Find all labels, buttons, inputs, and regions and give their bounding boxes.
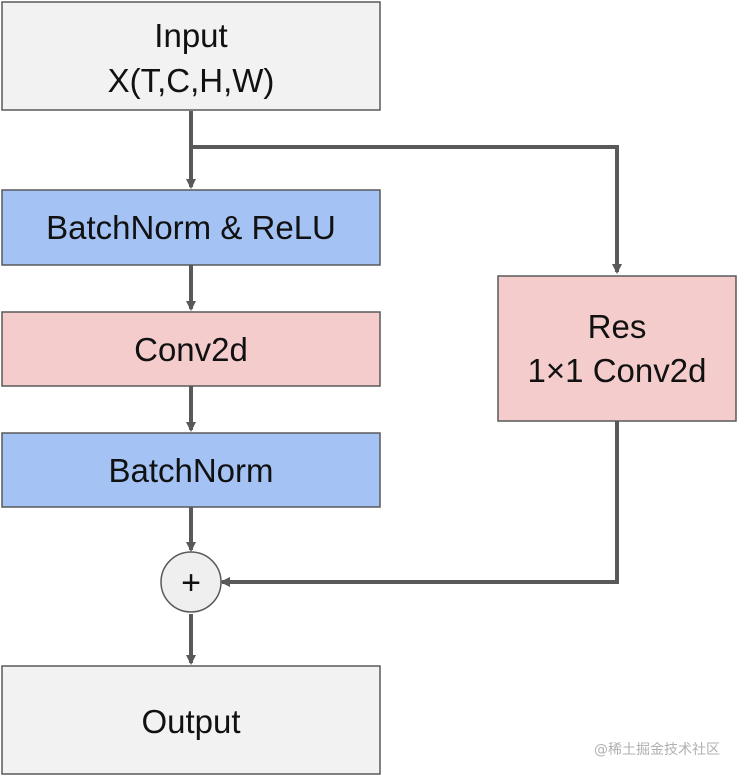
- add-circle: [160, 551, 222, 613]
- batchnorm-box: [1, 432, 381, 508]
- res-box: [497, 275, 737, 422]
- conv2d-label: Conv2d: [134, 331, 248, 368]
- output-label: Output: [141, 703, 240, 740]
- input-shape-label: X(T,C,H,W): [108, 62, 275, 99]
- batchnorm-relu-box: [1, 189, 381, 266]
- arrow-input-to-res: [191, 145, 622, 274]
- res-conv-label: 1×1 Conv2d: [528, 352, 707, 389]
- connectors: [186, 111, 622, 665]
- plus-icon: +: [181, 564, 201, 602]
- batchnorm-relu-node: BatchNorm & ReLU: [1, 189, 381, 266]
- input-node: Input X(T,C,H,W): [1, 1, 381, 111]
- input-label: Input: [154, 17, 227, 54]
- batchnorm-relu-label: BatchNorm & ReLU: [46, 209, 336, 246]
- arrow-res-to-add: [220, 421, 619, 587]
- batchnorm-node: BatchNorm: [1, 432, 381, 508]
- add-node: +: [160, 551, 222, 613]
- res-node: Res 1×1 Conv2d: [497, 275, 737, 422]
- batchnorm-label: BatchNorm: [108, 452, 273, 489]
- output-box: [1, 665, 381, 775]
- input-box: [1, 1, 381, 111]
- conv2d-box: [1, 311, 381, 387]
- conv2d-node: Conv2d: [1, 311, 381, 387]
- res-label: Res: [588, 308, 647, 345]
- output-node: Output: [1, 665, 381, 775]
- watermark: @稀土掘金技术社区: [594, 742, 720, 758]
